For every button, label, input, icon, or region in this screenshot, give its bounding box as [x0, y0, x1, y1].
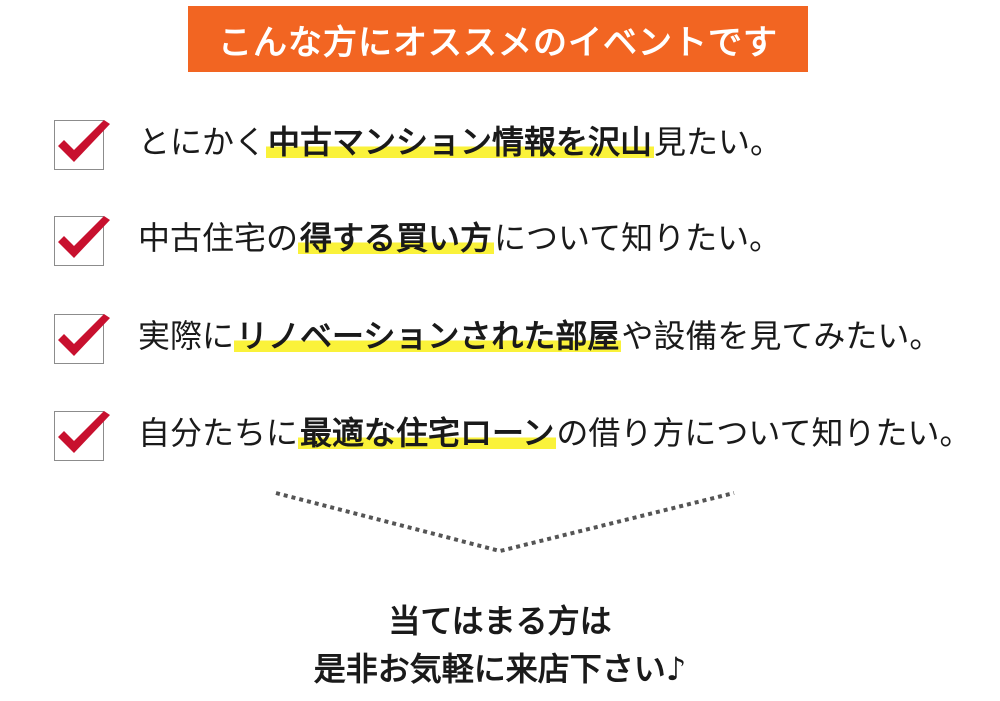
checkbox	[54, 116, 110, 170]
item-text-post: の借り方について知りたい。	[556, 414, 972, 452]
header-banner: こんな方にオススメのイベントです	[188, 6, 808, 72]
item-text-highlight: リノベーションされた部屋	[234, 317, 622, 355]
checklist-item-text: 自分たちに最適な住宅ローンの借り方について知りたい。	[138, 411, 971, 455]
dotted-chevron-down-icon	[275, 491, 735, 554]
item-text-pre: 自分たちに	[138, 414, 299, 452]
red-checkmark-icon	[58, 314, 110, 356]
checkbox	[54, 310, 110, 364]
checklist-item-text: 実際にリノベーションされた部屋や設備を見てみたい。	[138, 314, 941, 358]
item-text-post: や設備を見てみたい。	[621, 317, 942, 355]
red-checkmark-icon	[58, 120, 110, 162]
cta-line-1: 当てはまる方は	[388, 602, 612, 640]
checklist-item: 自分たちに最適な住宅ローンの借り方について知りたい。	[54, 403, 971, 463]
checkbox	[54, 212, 110, 266]
item-text-pre: 中古住宅の	[138, 219, 299, 257]
red-checkmark-icon	[58, 216, 110, 258]
checkbox	[54, 407, 110, 461]
checklist-item: とにかく中古マンション情報を沢山見たい。	[54, 112, 782, 172]
item-text-pre: とにかく	[138, 123, 267, 161]
checklist-item-text: 中古住宅の得する買い方について知りたい。	[138, 216, 781, 260]
item-text-highlight: 中古マンション情報を沢山	[266, 123, 655, 161]
checklist-item: 中古住宅の得する買い方について知りたい。	[54, 208, 781, 268]
item-text-pre: 実際に	[138, 317, 235, 355]
cta-line-2: 是非お気軽に来店下さい♪	[313, 650, 687, 688]
checklist-item: 実際にリノベーションされた部屋や設備を見てみたい。	[54, 306, 941, 366]
item-text-post: 見たい。	[654, 123, 783, 161]
item-text-post: について知りたい。	[494, 219, 782, 257]
item-text-highlight: 得する買い方	[298, 219, 495, 257]
item-text-highlight: 最適な住宅ローン	[298, 414, 557, 452]
banner-title: こんな方にオススメのイベントです	[218, 22, 778, 63]
checklist-item-text: とにかく中古マンション情報を沢山見たい。	[138, 120, 782, 164]
red-checkmark-icon	[58, 411, 110, 453]
